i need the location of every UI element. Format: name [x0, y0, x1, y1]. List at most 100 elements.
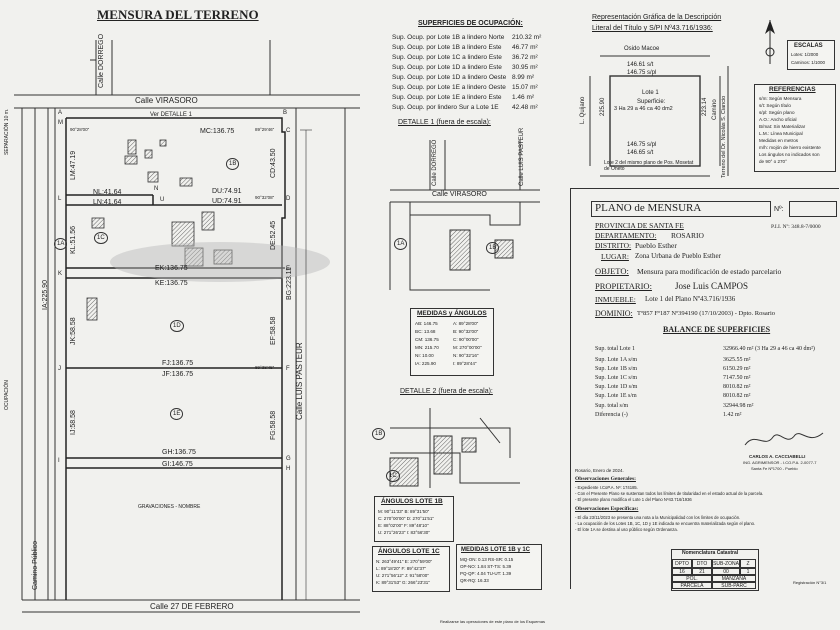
angulo-item: I: 89°28'44": [453, 361, 477, 366]
seg-ef: EF:58.58: [270, 316, 277, 345]
plano-lugar: Zona Urbana de Pueblo Esther: [635, 252, 721, 260]
nomenclatura-value: 16: [672, 568, 692, 575]
representacion-title: Representación Gráfica de la Descripción: [592, 14, 722, 21]
lot-1c-label: 1C: [94, 232, 108, 244]
street-virasoro: Calle VIRASORO: [135, 96, 198, 105]
representacion-right-name: Camino: [712, 99, 718, 120]
lot-1b-label: 1B: [226, 158, 240, 170]
detalle1-street-left: Calle DORREGO: [432, 139, 438, 186]
lugar-fecha: Rosario, Enero de 2024.: [575, 468, 624, 473]
seg-jf: JF:136.75: [162, 371, 194, 378]
referencia-item: s/m: Según Mensura: [759, 96, 802, 101]
nomenclatura-header: DPTO: [672, 559, 692, 568]
superficies-block: SUPERFICIES DE OCUPACIÓN: Sup. Ocup. por…: [392, 20, 542, 111]
observacion-especifica: - El lote 1A se destina al uso público s…: [575, 527, 678, 532]
detalle1-lot-1b: 1B: [486, 242, 500, 254]
angulo-1b-line: E: 88°02'00" F: 89°48'10": [378, 523, 429, 528]
seg-ud: UD:74.91: [212, 198, 242, 205]
plano-objeto-label: OBJETO:: [595, 266, 629, 276]
nomenclatura-value: 00: [712, 568, 740, 575]
angulo-1c-line: L: 89°18'20" F: 89°42'37": [376, 566, 427, 571]
nomenclatura-value: 21: [692, 568, 712, 575]
seg-nl: NL:41.64: [93, 189, 122, 196]
seg-fj: FJ:136.75: [162, 360, 194, 367]
left-note-1: SEPARACIÓN 10 m.: [4, 108, 10, 155]
angulo-1b-line: C: 270°00'00" D: 270°11'51": [378, 516, 434, 521]
plano-title: PLANO de MENSURA: [595, 202, 702, 214]
seg-ke: KE:136.75: [155, 280, 188, 287]
lot-boundaries: [65, 117, 286, 600]
referencia-item: B/mat: Sin Materializar: [759, 124, 806, 129]
angle-b: 89°29'46": [255, 127, 275, 132]
observacion-especifica: - La ocupación de los Lotes 1B, 1C, 1D y…: [575, 521, 756, 526]
plano-distrito: Pueblo Esther: [635, 241, 677, 250]
representacion-dim-bottom-1: 146.75 s/pl: [627, 142, 657, 148]
vertex-a: A: [58, 110, 63, 116]
seg-lm: LM:47.19: [70, 150, 77, 180]
plano-propietario: Jose Luis CAMPOS: [675, 281, 749, 291]
angulo-item: C: 90°00'00": [453, 337, 479, 342]
seg-ln: LN:41.64: [93, 199, 122, 206]
signature: [744, 432, 824, 446]
angulo-item: B: 90°32'00": [453, 329, 479, 334]
nomenclatura-header: PARCELA: [672, 582, 712, 589]
nomenclatura-title: Nomenclatura Catastral: [682, 550, 739, 556]
lot-1a-label: 1A: [54, 238, 68, 250]
plano-propietario-label: PROPIETARIO:: [595, 281, 652, 291]
nomenclatura-value: 1: [740, 568, 756, 575]
medida-1b-1c-line: QR-RQ: 16.33: [460, 578, 489, 583]
representacion-subtitle: Literal del Título y S/PI Nº43.716/1936:: [592, 25, 713, 32]
referencia-item: s/pl: Según plano: [759, 110, 795, 115]
firma-title: ING. AGRIMENSOR - I.CO.P.A. 2-0077-7: [743, 460, 817, 465]
angulo-1c-line: U: 271°56'12" J: 91°58'00": [376, 573, 429, 578]
referencia-item: Los ángulos no indicados son: [759, 152, 820, 157]
representacion-left-name: L. Quijano: [580, 96, 586, 124]
observacion-general: - Expediente I.CoP.A. Nº: 174185.: [575, 485, 638, 490]
seg-du: DU:74.91: [212, 188, 242, 195]
plano-departamento-label: DEPARTAMENTO:: [595, 231, 657, 240]
vertex-g: G: [286, 456, 291, 462]
seg-ij: IJ:58.58: [70, 410, 77, 435]
referencias-box: REFERENCIAS s/m: Según Mensura s/t: Segú…: [754, 84, 836, 172]
seg-de: DE:52.45: [270, 220, 277, 250]
registro: Registración N°3/1: [793, 580, 827, 585]
observaciones-generales-title: Observaciones Generales:: [575, 476, 636, 482]
medida-item: IA: 225.90: [415, 361, 436, 366]
seg-mc: MC:136.75: [200, 128, 235, 135]
referencia-item: m/h: mojón de hierro existente: [759, 145, 821, 150]
plano-provincia: PROVINCIA DE SANTA FE: [595, 221, 684, 230]
angulo-1b-line: M: 90°11'33" B: 89°31'50": [378, 509, 430, 514]
observaciones-especificas-title: Observaciones Específicas:: [575, 506, 639, 512]
plano-pii: P.I.I. Nº: 348.8-7/0000: [771, 224, 821, 230]
plano-inmueble: Lote 1 del Plano Nº43.716/1936: [645, 295, 736, 303]
medidas-1b-1c-title: MEDIDAS LOTE 1B y 1C: [461, 547, 531, 553]
vertex-c: C: [286, 128, 291, 134]
plano-objeto: Mensura para modificación de estado parc…: [637, 267, 782, 276]
referencia-item: L.M.: Línea Municipal: [759, 131, 803, 136]
buildings: [86, 139, 233, 321]
medida-item: AB: 146.75: [415, 321, 438, 326]
representacion-owner: Osido Macoe: [624, 46, 660, 52]
seg-kl: KL:51.56: [70, 225, 77, 254]
street-27-febrero: Calle 27 DE FEBRERO: [150, 602, 234, 611]
medida-item: BC: 13.68: [415, 329, 436, 334]
detalle2-title: DETALLE 2 (fuera de escala):: [400, 388, 493, 395]
angle-c: 90°32'08": [255, 195, 275, 200]
vertex-j: J: [58, 366, 61, 372]
nomenclatura-header: MANZANA: [712, 575, 756, 582]
representacion-lote: Lote 1: [642, 90, 659, 96]
vertex-f: F: [286, 366, 290, 372]
angulo-1c-line: N: 263°49'41" E: 270°59'00": [376, 559, 433, 564]
plano-n-label: Nº:: [774, 206, 784, 213]
left-note-2: OCUPACIÓN: [4, 380, 10, 410]
ver-detalle-1: Ver DETALLE 1: [150, 112, 192, 118]
street-pasteur: Calle LUIS PASTEUR: [295, 342, 304, 420]
observacion-general: - El presente plano modifica el Lote 1 d…: [575, 497, 692, 502]
